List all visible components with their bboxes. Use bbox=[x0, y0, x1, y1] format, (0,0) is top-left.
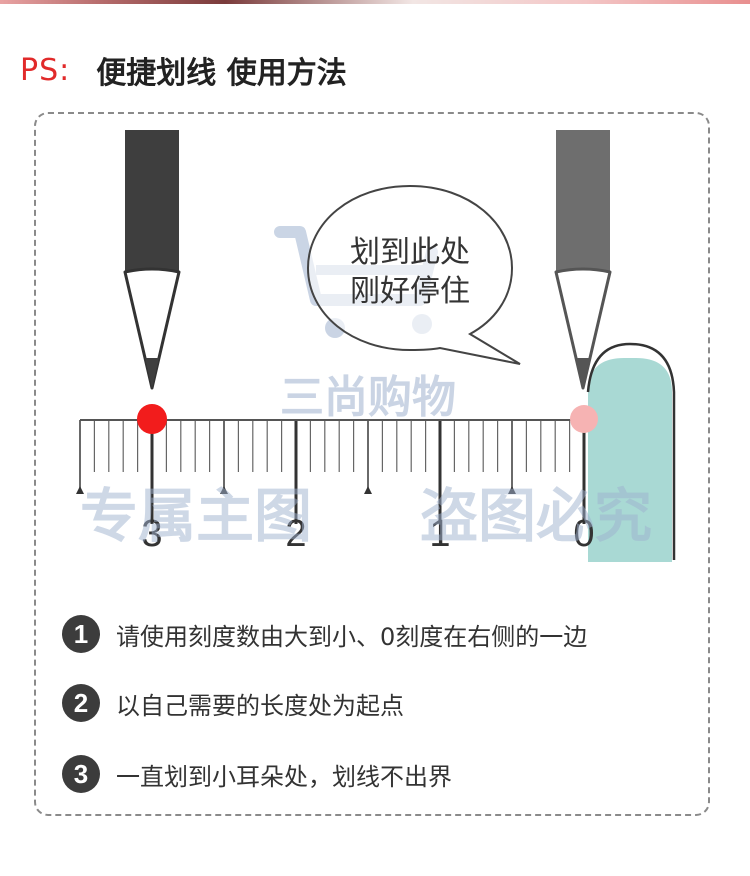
step-item-1: 1 请使用刻度数由大到小、0刻度在右侧的一边 bbox=[62, 612, 587, 656]
ruler-half-mark bbox=[220, 486, 228, 494]
ruler-number-1: 1 bbox=[429, 513, 450, 555]
step-number-badge: 3 bbox=[62, 755, 100, 793]
ruler-scale bbox=[76, 420, 586, 524]
ruler-number-3: 3 bbox=[141, 513, 162, 555]
pencil-right-icon bbox=[554, 130, 612, 390]
ruler-half-mark bbox=[364, 486, 372, 494]
step-text: 以自己需要的长度处为起点 bbox=[116, 691, 404, 720]
top-banner-strip bbox=[0, 0, 750, 4]
step-number-badge: 1 bbox=[62, 615, 100, 653]
ruler-tab-ear bbox=[588, 358, 672, 562]
heading-title: 便捷划线 使用方法 bbox=[96, 56, 347, 91]
step-text: 请使用刻度数由大到小、0刻度在右侧的一边 bbox=[116, 622, 588, 651]
watermark-right: 盗图必究 bbox=[420, 482, 652, 550]
heading-prefix: PS: bbox=[20, 52, 71, 88]
pencil-left-icon bbox=[123, 130, 181, 390]
ruler-illustration: 划到此处 刚好停住 3 2 1 0 三尚购物 专属主图 盗图必究 bbox=[76, 130, 676, 562]
step-number-badge: 2 bbox=[62, 684, 100, 722]
ruler-number-2: 2 bbox=[285, 513, 306, 555]
ruler-half-mark bbox=[508, 486, 516, 494]
ruler-number-0: 0 bbox=[573, 513, 594, 555]
ruler-tab-outline bbox=[586, 342, 676, 560]
start-point-marker bbox=[137, 404, 167, 434]
step-text: 一直划到小耳朵处，划线不出界 bbox=[116, 762, 452, 791]
section-heading: PS: 便捷划线 使用方法 bbox=[20, 50, 347, 92]
watermark-left: 专属主图 bbox=[80, 482, 312, 550]
bubble-text-line2: 刚好停住 bbox=[350, 274, 470, 309]
speech-bubble: 划到此处 刚好停住 bbox=[306, 184, 521, 365]
watermark-center: 三尚购物 bbox=[280, 372, 456, 423]
end-point-marker bbox=[570, 405, 598, 433]
bubble-text-line1: 划到此处 bbox=[350, 235, 470, 270]
ruler-half-mark bbox=[76, 486, 84, 494]
step-item-2: 2 以自己需要的长度处为起点 bbox=[62, 681, 404, 725]
step-item-3: 3 一直划到小耳朵处，划线不出界 bbox=[62, 752, 452, 796]
instruction-panel bbox=[34, 112, 710, 816]
